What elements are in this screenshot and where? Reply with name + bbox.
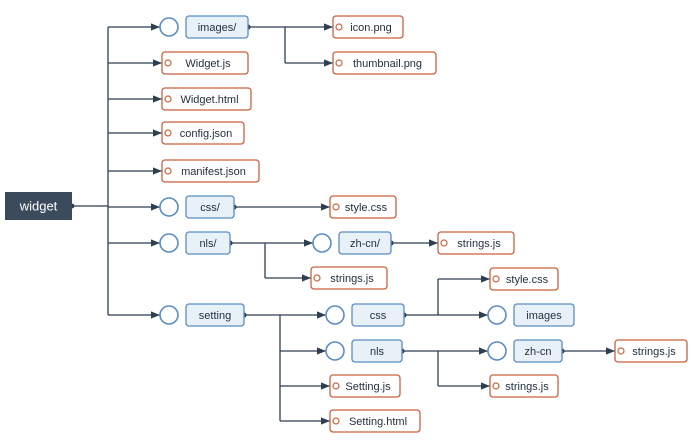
file-port-icon [164,59,172,67]
node-label: nls [370,346,385,358]
node-label: style.css [345,202,388,214]
file-box [489,374,559,398]
file-node-strings1: strings.js [437,231,515,255]
node-label: Widget.js [185,58,231,70]
node-label: images/ [198,22,237,34]
file-port-icon [492,275,500,283]
nodes-layer: widgetimages/icon.pngthumbnail.pngWidget… [5,15,688,433]
file-node-widgethtml: Widget.html [161,87,252,111]
node-label: strings.js [505,381,549,393]
node-label-root: widget [19,199,58,214]
file-node-sstrings1: strings.js [614,339,688,363]
folder-node-zhcn: zh-cn/ [312,231,392,255]
folder-box [513,303,575,327]
node-label: strings.js [330,273,374,285]
node-label: images [526,310,562,322]
file-box [489,267,559,291]
file-node-icon: icon.png [332,15,404,39]
file-port-icon [617,347,625,355]
folder-node-scss: css [325,303,405,327]
file-box [161,87,252,111]
file-box [161,121,245,145]
folder-toggle-icon [325,305,345,325]
file-box [614,339,688,363]
folder-toggle-icon [312,233,332,253]
file-port-icon [332,417,340,425]
folder-box [185,231,231,255]
folder-node-snls: nls [325,339,403,363]
file-box [161,159,260,183]
folder-toggle-icon [487,341,507,361]
node-label: manifest.json [181,166,246,178]
file-port-icon [335,23,343,31]
file-port-icon [164,167,172,175]
file-port-icon [164,129,172,137]
node-label: config.json [180,128,233,140]
node-label: Setting.js [345,381,391,393]
file-node-manifest: manifest.json [161,159,260,183]
folder-box [351,303,405,327]
folder-toggle-icon [159,305,179,325]
file-node-settingjs: Setting.js [329,374,401,398]
file-port-icon [332,382,340,390]
node-label: nls/ [199,238,217,250]
node-label: setting [199,310,231,322]
file-node-thumb: thumbnail.png [332,51,437,75]
folder-toggle-icon [325,341,345,361]
node-label: Widget.html [180,94,238,106]
file-box [329,195,397,219]
folder-box [338,231,392,255]
node-label: strings.js [457,238,501,250]
file-box [437,231,515,255]
folder-node-szhcn: zh-cn [487,339,563,363]
folder-box [351,339,403,363]
file-node-sstyle: style.css [489,267,559,291]
folder-node-nls: nls/ [159,231,231,255]
edges-layer [69,23,615,425]
node-label: zh-cn/ [350,238,381,250]
file-port-icon [332,203,340,211]
folder-node-simages: images [487,303,575,327]
file-box [332,51,437,75]
folder-node-images: images/ [159,15,249,39]
folder-toggle-icon [159,233,179,253]
file-port-icon [335,59,343,67]
file-node-config: config.json [161,121,245,145]
folder-box [185,195,235,219]
file-node-settinghtml: Setting.html [329,409,421,433]
file-box [329,374,401,398]
file-port-icon [164,95,172,103]
file-node-widgetjs: Widget.js [161,51,249,75]
node-label: style.css [506,274,549,286]
file-node-stylecss: style.css [329,195,397,219]
file-port-icon [313,274,321,282]
file-port-icon [440,239,448,247]
node-label: css [370,310,387,322]
node-label: thumbnail.png [353,58,422,70]
file-node-strings2: strings.js [310,266,388,290]
file-port-icon [492,382,500,390]
folder-toggle-icon [159,17,179,37]
node-label: Setting.html [349,416,407,428]
node-label: zh-cn [525,346,552,358]
folder-box [185,15,249,39]
folder-toggle-icon [159,197,179,217]
folder-node-setting: setting [159,303,245,327]
file-node-sstrings2: strings.js [489,374,559,398]
folder-box [513,339,563,363]
node-root: widget [5,192,72,220]
node-label: strings.js [632,346,676,358]
file-box [161,51,249,75]
node-label: css/ [200,202,221,214]
folder-node-css: css/ [159,195,235,219]
file-box [310,266,388,290]
file-box [332,15,404,39]
file-box [329,409,421,433]
folder-toggle-icon [487,305,507,325]
node-label: icon.png [350,22,392,34]
folder-box [185,303,245,327]
